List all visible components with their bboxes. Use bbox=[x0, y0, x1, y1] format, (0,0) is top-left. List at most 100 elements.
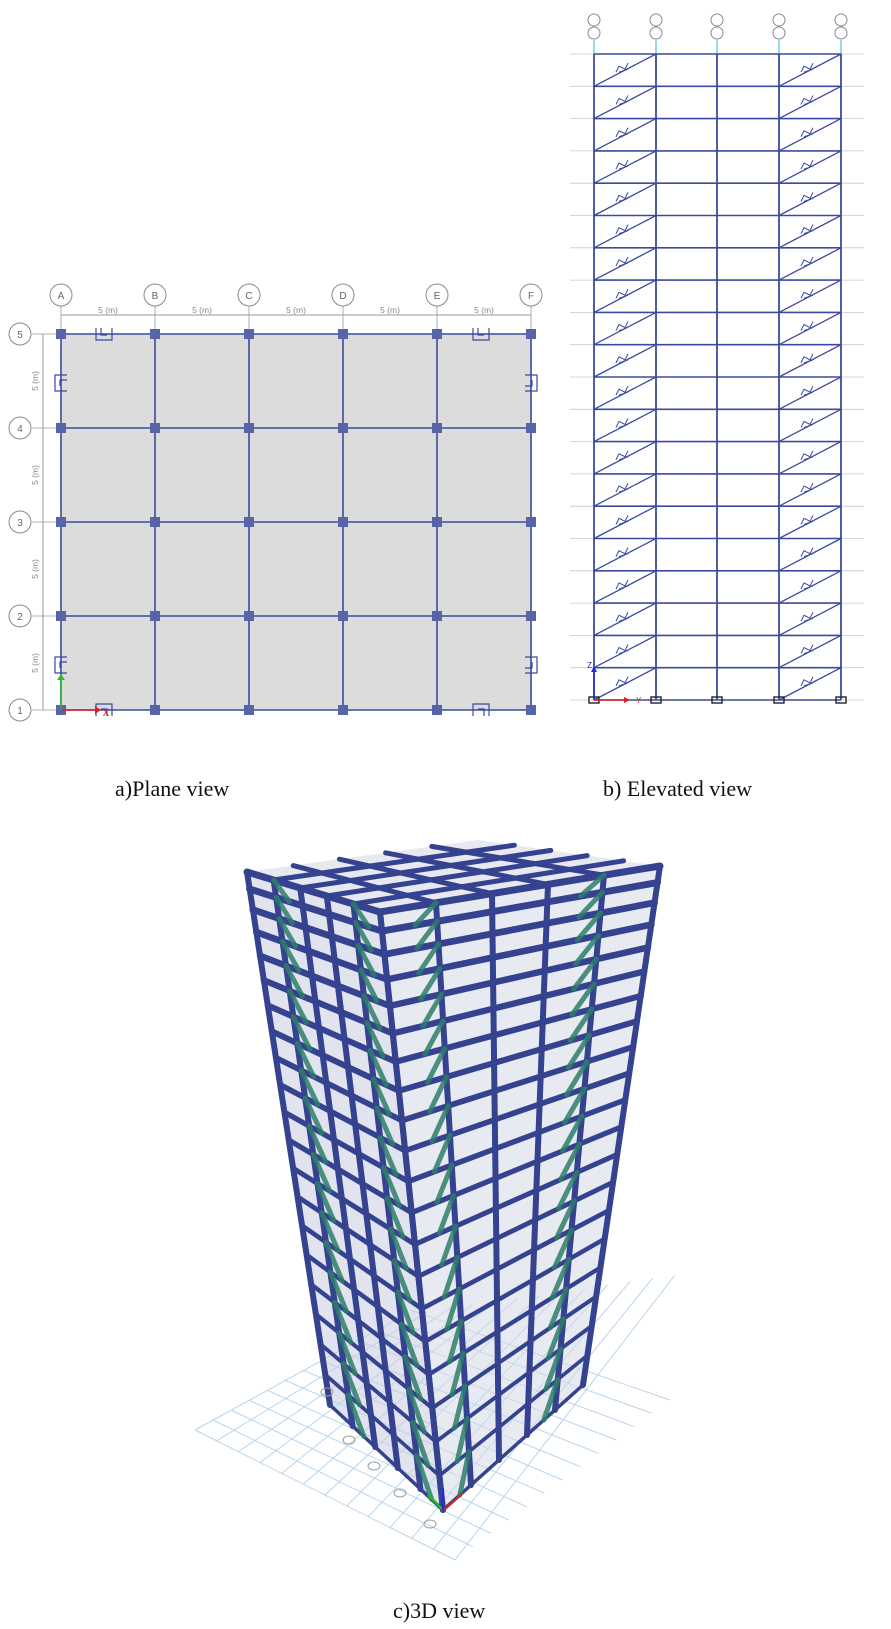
grid-label-2: 2 bbox=[17, 612, 23, 623]
bay-dimension-label: 5 (m) bbox=[30, 371, 40, 391]
brace-member bbox=[280, 939, 302, 974]
brace-member bbox=[384, 1195, 406, 1240]
brace-member bbox=[273, 894, 295, 926]
column-node bbox=[526, 611, 536, 621]
brace-member bbox=[565, 1032, 592, 1071]
elev-grid-bubble bbox=[587, 13, 601, 27]
elev-brace-symbol bbox=[615, 95, 629, 105]
brace-member bbox=[427, 1074, 449, 1115]
brace-symbol bbox=[472, 328, 490, 341]
grid-label-d: D bbox=[339, 291, 346, 302]
brace-member bbox=[420, 991, 444, 1029]
elev-brace-symbol bbox=[615, 192, 629, 202]
elev-brace-symbol bbox=[800, 644, 814, 655]
elev-support bbox=[773, 696, 785, 704]
elev-brace-symbol bbox=[800, 256, 814, 267]
elev-brace-symbol bbox=[615, 579, 629, 590]
grid-label-1: 1 bbox=[17, 706, 23, 717]
elevated-view-diagram: ZY bbox=[570, 13, 864, 705]
elev-brace-symbol bbox=[615, 256, 629, 267]
axis-y-arrowhead bbox=[57, 674, 65, 680]
bay-dimension-label: 5 (m) bbox=[380, 305, 400, 315]
elev-grid-bubble bbox=[834, 26, 848, 40]
roof-beam bbox=[297, 847, 554, 891]
brace-member bbox=[283, 963, 306, 999]
grid-bubble-e bbox=[425, 283, 449, 307]
tower-braces bbox=[271, 872, 607, 1502]
brace-member bbox=[444, 1286, 462, 1332]
brace-member bbox=[571, 956, 599, 992]
grid-bubble-d bbox=[331, 283, 355, 307]
brace-member bbox=[576, 889, 605, 920]
bay-dimension-label: 5 (m) bbox=[192, 305, 212, 315]
grid-bubble-a bbox=[49, 283, 73, 307]
brace-symbol bbox=[525, 656, 538, 674]
elev-brace-symbol bbox=[800, 62, 814, 73]
brace-member bbox=[562, 1086, 587, 1126]
brace-member bbox=[449, 1350, 466, 1398]
bay-dimension-label: 5 (m) bbox=[30, 653, 40, 673]
brace-member bbox=[569, 981, 597, 1017]
axis-x-arrowhead bbox=[95, 706, 101, 714]
brace-member bbox=[290, 1014, 313, 1052]
elev-brace-symbol bbox=[615, 321, 629, 332]
elev-axis-z-arrowhead bbox=[591, 666, 597, 672]
brace-member bbox=[454, 1416, 470, 1464]
column-node bbox=[56, 611, 66, 621]
brace-member bbox=[364, 1020, 386, 1059]
brace-member bbox=[367, 1048, 389, 1088]
elev-brace-symbol bbox=[615, 159, 629, 170]
brace-member bbox=[564, 1059, 590, 1098]
brace-member bbox=[399, 1321, 420, 1369]
roof-beam bbox=[324, 853, 590, 899]
column-node bbox=[56, 517, 66, 527]
column-node bbox=[432, 423, 442, 433]
elev-brace-symbol bbox=[615, 418, 629, 428]
ground-grid-bubble bbox=[320, 1387, 334, 1397]
elev-brace-symbol bbox=[800, 224, 814, 235]
brace-member bbox=[429, 1103, 451, 1144]
tower-column bbox=[377, 909, 446, 1513]
elev-brace-symbol bbox=[615, 450, 629, 461]
axis-x-label: X bbox=[103, 708, 110, 719]
elev-brace-symbol bbox=[615, 127, 629, 138]
tower-column bbox=[524, 881, 551, 1438]
brace-symbol bbox=[54, 374, 67, 392]
brace-member bbox=[381, 1165, 402, 1208]
brace-member bbox=[271, 877, 292, 905]
tower-column bbox=[244, 869, 333, 1408]
brace-member bbox=[395, 1289, 416, 1336]
brace-member bbox=[336, 1330, 358, 1376]
tower-column bbox=[297, 885, 379, 1450]
ground-grid-line bbox=[230, 1409, 492, 1534]
roof-beam bbox=[350, 858, 627, 907]
elev-brace-symbol bbox=[615, 385, 629, 396]
brace-member bbox=[457, 1449, 472, 1498]
bay-dimension-label: 5 (m) bbox=[286, 305, 306, 315]
ground-grid-bubble bbox=[423, 1519, 437, 1529]
elev-brace-symbol bbox=[615, 515, 629, 525]
elev-brace-symbol bbox=[615, 676, 629, 687]
tower-column bbox=[323, 893, 401, 1471]
elev-grid-bubble bbox=[587, 26, 601, 40]
grid-bubble-b bbox=[143, 283, 167, 307]
brace-member bbox=[412, 900, 439, 928]
bay-dimension-label: 5 (m) bbox=[474, 305, 494, 315]
brace-member bbox=[560, 1113, 585, 1154]
column-node bbox=[338, 611, 348, 621]
grid-label-e: E bbox=[434, 291, 441, 302]
brace-symbol bbox=[54, 656, 67, 674]
elev-brace-symbol bbox=[800, 353, 814, 364]
brace-member bbox=[323, 1239, 345, 1284]
grid-bubble-2 bbox=[8, 604, 32, 628]
brace-member bbox=[558, 1141, 582, 1183]
elev-brace-symbol bbox=[800, 579, 814, 590]
brace-member bbox=[556, 1169, 580, 1212]
column-node bbox=[338, 423, 348, 433]
brace-member bbox=[315, 1180, 337, 1224]
grid-label-4: 4 bbox=[17, 424, 23, 435]
brace-member bbox=[577, 872, 607, 899]
elev-brace-symbol bbox=[800, 127, 814, 138]
brace-member bbox=[302, 1095, 325, 1136]
elev-support bbox=[711, 696, 723, 704]
